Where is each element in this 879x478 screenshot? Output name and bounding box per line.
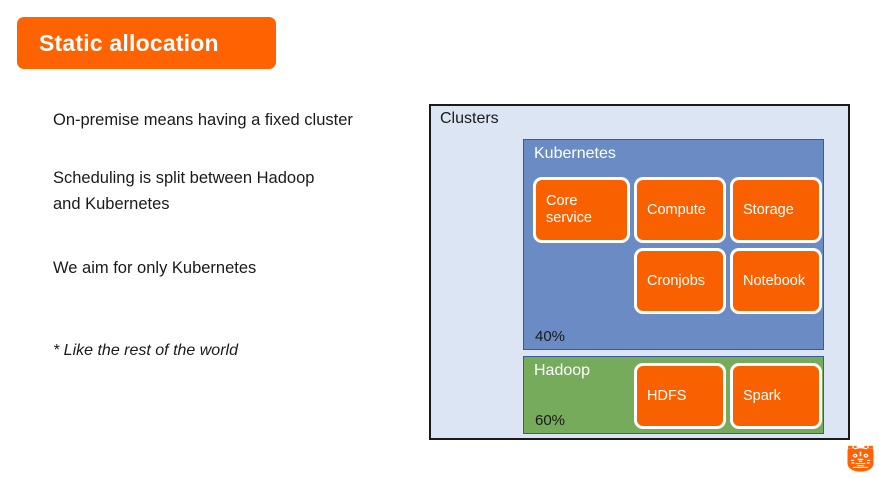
service-label: Notebook — [743, 272, 806, 289]
service-label: Cronjobs — [647, 272, 706, 289]
bullet-text-3: We aim for only Kubernetes — [53, 259, 257, 277]
service-box-notebook: Notebook — [730, 248, 822, 314]
service-label: HDFS — [647, 387, 687, 404]
service-label: Storage — [743, 201, 794, 218]
kubernetes-group: Kubernetes Core service Compute Storage … — [523, 139, 824, 350]
kubernetes-percent: 40% — [535, 328, 566, 345]
service-label: Core service — [546, 193, 592, 226]
bullet-text-1: On-premise means having a fixed cluster — [53, 111, 353, 129]
service-box-hdfs: HDFS — [634, 363, 726, 429]
bullet-text-2: Scheduling is split between Hadoop and K… — [53, 169, 315, 213]
page-title: Static allocation — [39, 29, 219, 56]
hadoop-percent: 60% — [535, 412, 566, 429]
ing-lion-logo-icon — [847, 445, 874, 472]
kubernetes-label: Kubernetes — [534, 145, 616, 162]
service-label: Spark — [743, 387, 781, 404]
service-label: Compute — [647, 201, 706, 218]
service-box-cronjobs: Cronjobs — [634, 248, 726, 314]
service-box-compute: Compute — [634, 177, 726, 243]
service-box-storage: Storage — [730, 177, 822, 243]
service-box-spark: Spark — [730, 363, 822, 429]
clusters-container: Clusters Kubernetes Core service Compute… — [429, 104, 850, 440]
slide-title-banner: Static allocation — [17, 17, 276, 69]
footnote-text: * Like the rest of the world — [53, 342, 238, 359]
clusters-label: Clusters — [440, 110, 499, 127]
hadoop-group: Hadoop HDFS Spark 60% — [523, 356, 824, 434]
hadoop-label: Hadoop — [534, 362, 591, 379]
service-box-core-service: Core service — [533, 177, 630, 243]
